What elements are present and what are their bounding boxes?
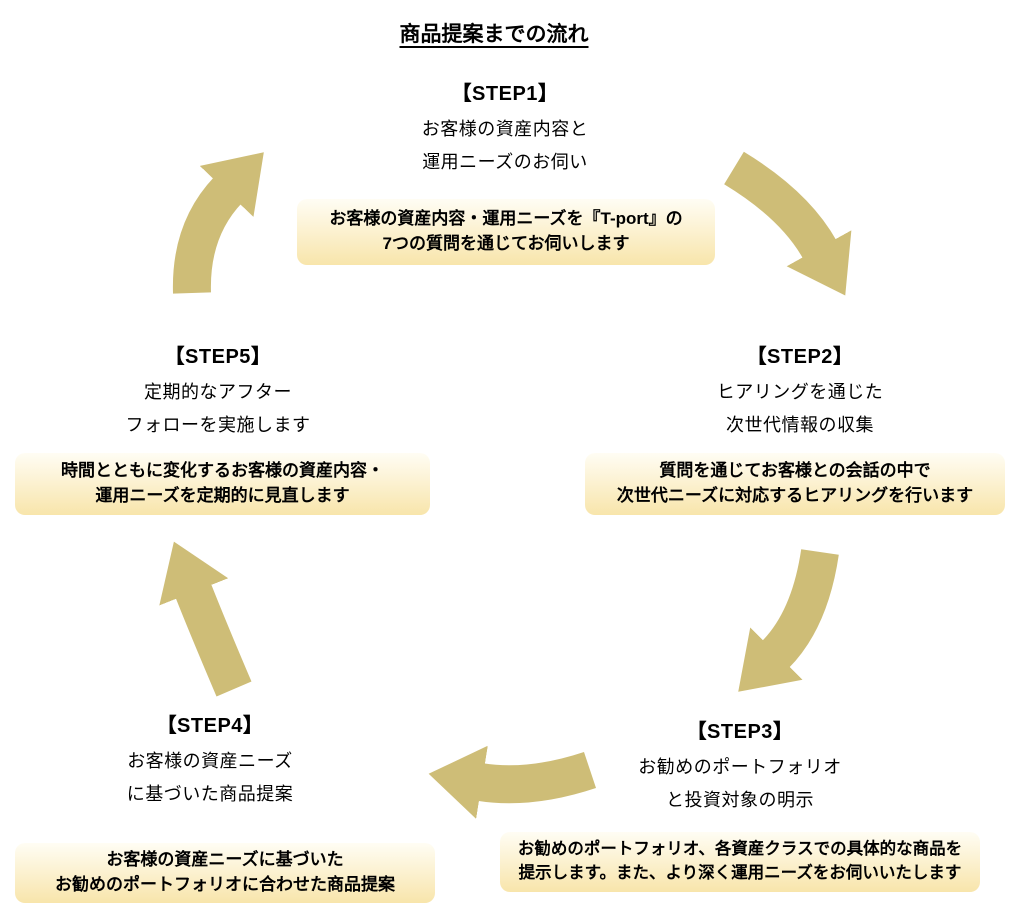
- step4-note-line2: お勧めのポートフォリオに合わせた商品提案: [55, 875, 395, 894]
- step5-heading: 【STEP5】: [164, 346, 272, 368]
- step1-heading: 【STEP1】: [451, 83, 559, 105]
- step1-line2: 運用ニーズのお伺い: [422, 152, 588, 172]
- arrow-step5-to-step1: [172, 152, 264, 294]
- step2-note-line1: 質問を通じてお客様との会話の中で: [659, 461, 931, 481]
- step1-block: 【STEP1】 お客様の資産内容と 運用ニーズのお伺い: [422, 82, 589, 184]
- step3-note-box: お勧めのポートフォリオ、各資産クラスでの具体的な商品を 提示します。また、より深…: [500, 832, 980, 892]
- step3-heading: 【STEP3】: [686, 721, 794, 743]
- arrow-step3-to-step4: [428, 745, 597, 819]
- step1-note-line1: お客様の資産内容・運用ニーズを『T-port』の: [329, 209, 683, 229]
- step3-note-line2: 提示します。また、より深く運用ニーズをお伺いいたします: [518, 864, 962, 882]
- step4-note-box: お客様の資産ニーズに基づいた お勧めのポートフォリオに合わせた商品提案: [15, 843, 435, 903]
- step2-note-line2: 次世代ニーズに対応するヒアリングを行います: [616, 486, 974, 505]
- step3-note-line1: お勧めのポートフォリオ、各資産クラスでの具体的な商品を: [517, 840, 963, 859]
- step5-note-line1: 時間とともに変化するお客様の資産内容・: [61, 461, 384, 481]
- step3-line2: と投資対象の明示: [666, 790, 814, 810]
- arrow-step1-to-step2: [724, 151, 852, 296]
- step2-line1: ヒアリングを通じた: [716, 382, 884, 402]
- step1-note-box: お客様の資産内容・運用ニーズを『T-port』の 7つの質問を通じてお伺いします: [297, 199, 715, 265]
- step1-note-line2: 7つの質問を通じてお伺いします: [382, 234, 630, 253]
- step4-line2: に基づいた商品提案: [126, 784, 294, 804]
- step5-line2: フォローを実施します: [125, 415, 311, 435]
- arrow-step2-to-step3: [738, 548, 839, 692]
- step2-block: 【STEP2】 ヒアリングを通じた 次世代情報の収集: [717, 345, 884, 447]
- step2-heading: 【STEP2】: [746, 346, 854, 368]
- step3-block: 【STEP3】 お勧めのポートフォリオ と投資対象の明示: [638, 720, 842, 822]
- step5-line1: 定期的なアフター: [144, 382, 292, 402]
- step4-block: 【STEP4】 お客様の資産ニーズ に基づいた商品提案: [127, 714, 294, 816]
- step1-line1: お客様の資産内容と: [421, 119, 589, 139]
- step4-line1: お客様の資産ニーズ: [127, 751, 293, 771]
- arrow-step4-to-step5: [159, 541, 252, 697]
- page-title: 商品提案までの流れ: [399, 23, 589, 46]
- step2-note-box: 質問を通じてお客様との会話の中で 次世代ニーズに対応するヒアリングを行います: [585, 453, 1005, 515]
- step4-note-line1: お客様の資産ニーズに基づいた: [106, 850, 344, 870]
- step5-note-line2: 運用ニーズを定期的に見直します: [95, 486, 350, 505]
- step2-line2: 次世代情報の収集: [726, 415, 874, 435]
- step3-line1: お勧めのポートフォリオ: [638, 757, 842, 777]
- step4-heading: 【STEP4】: [156, 715, 264, 737]
- step5-note-box: 時間とともに変化するお客様の資産内容・ 運用ニーズを定期的に見直します: [15, 453, 430, 515]
- step5-block: 【STEP5】 定期的なアフター フォローを実施します: [126, 345, 311, 447]
